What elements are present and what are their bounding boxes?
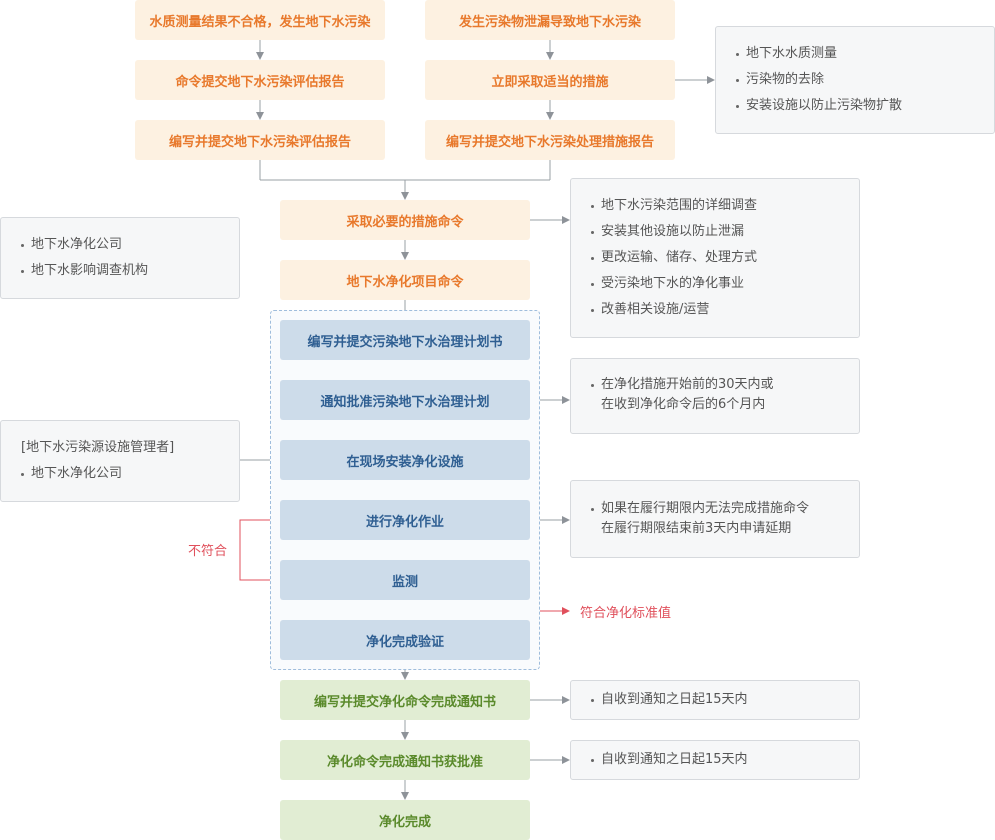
flow-box-plan-submit: 编写并提交污染地下水治理计划书 (280, 320, 530, 360)
flow-box-left-3: 编写并提交地下水污染评估报告 (135, 120, 385, 160)
note-item: 安装其他设施以防止泄漏 (591, 219, 839, 245)
note-item: 改善相关设施/运营 (591, 297, 839, 323)
note-executors: 地下水净化公司 地下水影响调查机构 (0, 217, 240, 299)
flow-box-notice-submit: 编写并提交净化命令完成通知书 (280, 680, 530, 720)
note-item: 受污染地下水的净化事业 (591, 271, 839, 297)
note-header: [地下水污染源设施管理者] (21, 440, 175, 455)
note-plan-deadline: 在净化措施开始前的30天内或 在收到净化命令后的6个月内 (570, 358, 860, 434)
flow-box-plan-approve: 通知批准污染地下水治理计划 (280, 380, 530, 420)
note-item: 在净化措施开始前的30天内或 在收到净化命令后的6个月内 (591, 375, 839, 415)
flow-box-left-2: 命令提交地下水污染评估报告 (135, 60, 385, 100)
flow-box-right-1: 发生污染物泄漏导致地下水污染 (425, 0, 675, 40)
note-item: 地下水净化公司 (21, 461, 219, 487)
fail-label: 不符合 (188, 544, 228, 559)
flow-box-left-1: 水质测量结果不合格，发生地下水污染 (135, 0, 385, 40)
flow-box-notice-approve: 净化命令完成通知书获批准 (280, 740, 530, 780)
note-item: 自收到通知之日起15天内 (591, 687, 839, 713)
note-order-items: 地下水污染范围的详细调查 安装其他设施以防止泄漏 更改运输、储存、处理方式 受污… (570, 178, 860, 338)
note-notice2: 自收到通知之日起15天内 (570, 740, 860, 780)
note-item: 地下水净化公司 (21, 232, 219, 258)
note-item: 地下水污染范围的详细调查 (591, 193, 839, 219)
note-item: 如果在履行期限内无法完成措施命令 在履行期限结束前3天内申请延期 (591, 499, 839, 539)
flow-box-verify: 净化完成验证 (280, 620, 530, 660)
flow-box-complete: 净化完成 (280, 800, 530, 840)
remediation-group (270, 310, 540, 670)
note-extension: 如果在履行期限内无法完成措施命令 在履行期限结束前3天内申请延期 (570, 480, 860, 558)
note-item: 污染物的去除 (736, 67, 974, 93)
note-line: 在收到净化命令后的6个月内 (601, 397, 766, 412)
note-line: 在净化措施开始前的30天内或 (601, 377, 774, 392)
flow-box-monitor: 监测 (280, 560, 530, 600)
flow-box-measure-order: 采取必要的措施命令 (280, 200, 530, 240)
flow-box-project-order: 地下水净化项目命令 (280, 260, 530, 300)
note-line: 如果在履行期限内无法完成措施命令 (601, 501, 810, 516)
pass-label: 符合净化标准值 (580, 606, 672, 621)
note-item: 安装设施以防止污染物扩散 (736, 93, 974, 119)
note-measures: 地下水水质测量 污染物的去除 安装设施以防止污染物扩散 (715, 26, 995, 134)
note-item: 自收到通知之日起15天内 (591, 747, 839, 773)
note-item: 更改运输、储存、处理方式 (591, 245, 839, 271)
note-notice1: 自收到通知之日起15天内 (570, 680, 860, 720)
flow-box-install: 在现场安装净化设施 (280, 440, 530, 480)
note-item: 地下水影响调查机构 (21, 258, 219, 284)
flow-box-right-3: 编写并提交地下水污染处理措施报告 (425, 120, 675, 160)
flow-box-right-2: 立即采取适当的措施 (425, 60, 675, 100)
note-line: 在履行期限结束前3天内申请延期 (601, 521, 792, 536)
note-installers: [地下水污染源设施管理者] 地下水净化公司 (0, 420, 240, 502)
note-item: 地下水水质测量 (736, 41, 974, 67)
flow-box-operate: 进行净化作业 (280, 500, 530, 540)
